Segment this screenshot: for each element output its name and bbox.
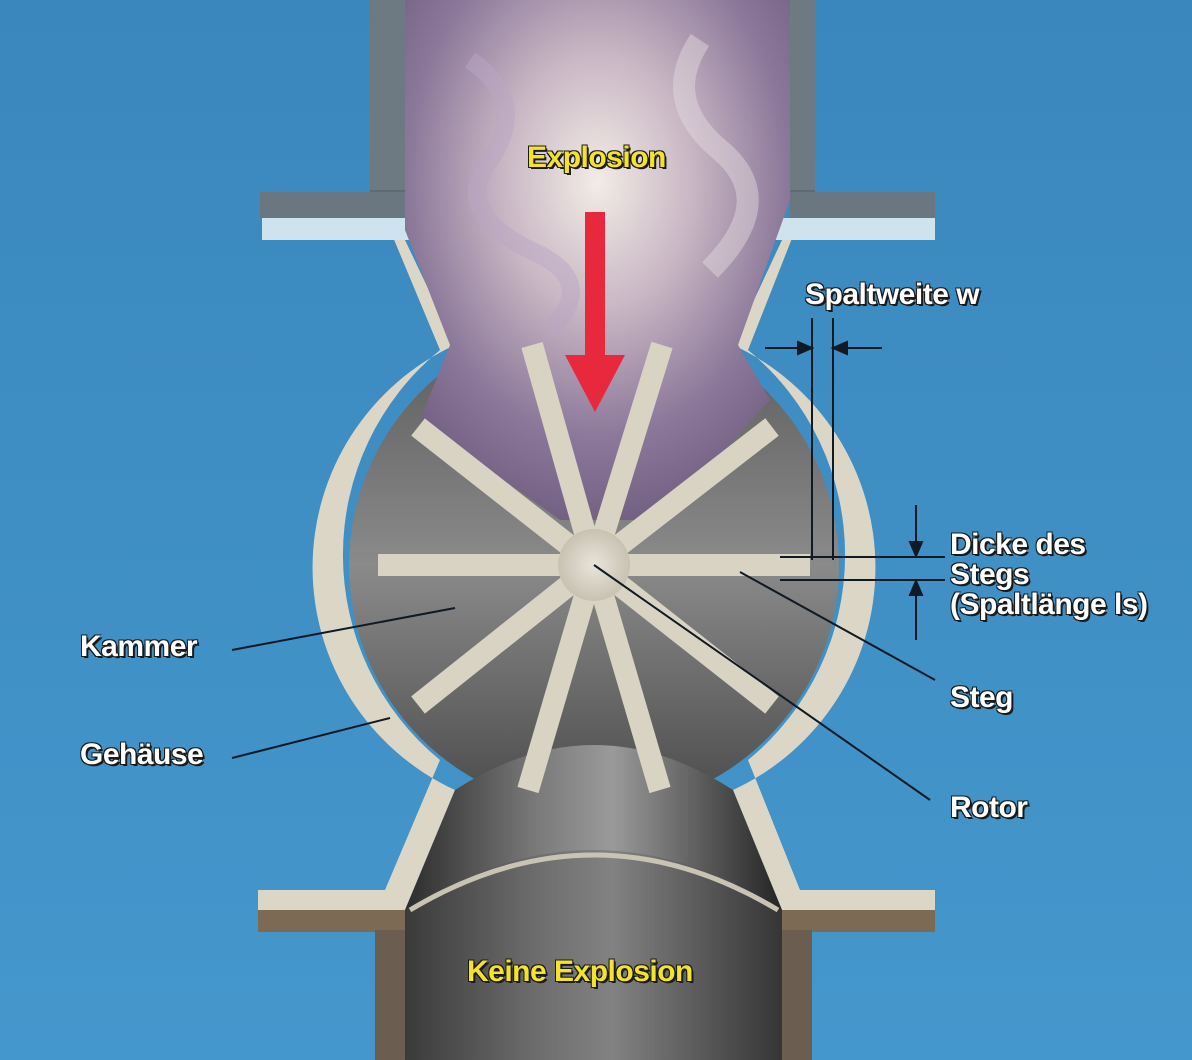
- lower-flange-left: [258, 910, 408, 932]
- web-thickness-line1: Dicke des: [950, 530, 1148, 560]
- web-label: Steg: [950, 683, 1013, 713]
- gap-width-label: Spaltweite w: [805, 280, 979, 310]
- web-thickness-label: Dicke des Stegs (Spaltlänge ls): [950, 530, 1148, 620]
- explosion-label: Explosion: [527, 143, 666, 173]
- housing-label: Gehäuse: [80, 740, 203, 770]
- chamber-label: Kammer: [80, 632, 197, 662]
- web-thickness-line2: Stegs: [950, 560, 1148, 590]
- rotor-label: Rotor: [950, 793, 1027, 823]
- web-thickness-line3: (Spaltlänge ls): [950, 590, 1148, 620]
- lower-flange-right: [782, 910, 935, 932]
- no-explosion-label: Keine Explosion: [467, 957, 693, 987]
